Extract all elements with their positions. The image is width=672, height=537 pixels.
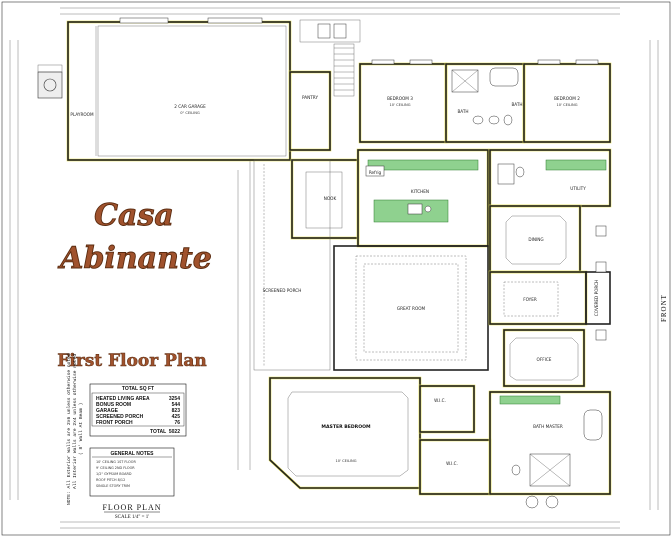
- screened-porch-area: [253, 159, 331, 371]
- sqft-row-label: HEATED LIVING AREA: [96, 396, 150, 402]
- dining-label: DINING: [528, 237, 543, 242]
- pantry-label: PANTRY: [302, 95, 318, 100]
- garage-dim: 0" CEILING: [180, 111, 200, 115]
- sqft-row-value: 544: [172, 402, 181, 408]
- ac-unit-bottom-1-icon: [525, 495, 539, 509]
- foyer-label: FOYER: [523, 297, 537, 302]
- sqft-row-value: 3254: [169, 396, 180, 402]
- side-note-line-3: ( 8' Wall At Beam ): [78, 403, 84, 455]
- garage-label: 2 CAR GARAGE: [174, 104, 206, 109]
- bedroom-3-dim: 10' CEILING: [389, 103, 410, 107]
- dimension-lines: [9, 7, 659, 529]
- general-note-line: ROOF PITCH 8/12: [96, 478, 125, 482]
- bedroom-2-label: BEDROOM 2: [554, 96, 580, 101]
- general-note-line: 10' CEILING 1ST FLOOR: [96, 460, 136, 464]
- ac-unit: [37, 71, 63, 99]
- side-note-line-2: All Interior Walls are 2x4 unless otherw…: [72, 354, 78, 489]
- wic-upper-label: W.I.C.: [434, 398, 446, 403]
- side-note-line-1: NOTE: All Exterior Walls are 2x6 unless …: [66, 353, 72, 505]
- right-column-2: [595, 261, 607, 273]
- covered-porch-label: COVERED PORCH: [594, 280, 599, 316]
- office-label: OFFICE: [537, 357, 552, 362]
- sqft-row-value: 76: [174, 420, 180, 426]
- sqft-row-label: FRONT PORCH: [96, 420, 133, 426]
- bath-upper-label: BATH: [457, 109, 468, 114]
- kitchen-area: [356, 148, 490, 248]
- refrig-label: Refrig: [369, 170, 382, 175]
- bath-mid-label: BATH: [511, 102, 522, 107]
- sqft-row-label: SCREENED PORCH: [96, 414, 144, 420]
- general-notes-heading: GENERAL NOTES: [111, 451, 155, 457]
- general-notes: GENERAL NOTES 10' CEILING 1ST FLOOR 9' C…: [89, 447, 175, 497]
- garage-area: [66, 17, 292, 162]
- screened-porch-label: SCREENED PORCH: [263, 288, 302, 293]
- bedroom-2-dim: 10' CEILING: [556, 103, 577, 107]
- pantry-stair-area: [288, 19, 361, 152]
- wic-lower-walls: [419, 439, 491, 495]
- foyer-area: [488, 270, 588, 326]
- side-notes: NOTE: All Exterior Walls are 2x6 unless …: [66, 353, 84, 505]
- sqft-total-label: TOTAL: [150, 429, 166, 435]
- great-room-label: GREAT ROOM: [397, 306, 426, 311]
- bedroom-2-walls: [523, 63, 611, 143]
- master-bath-area: [488, 390, 612, 496]
- right-column-1: [595, 225, 607, 237]
- sqft-row-label: BONUS ROOM: [96, 402, 131, 408]
- sqft-row-value: 425: [172, 414, 181, 420]
- master-bedroom-dim: 10' CEILING: [335, 459, 356, 463]
- utility-label: UTILITY: [570, 186, 586, 191]
- master-bedroom-area: [268, 376, 422, 490]
- master-bath-label: BATH MASTER: [533, 424, 563, 429]
- kitchen-label: KITCHEN: [411, 189, 429, 194]
- bedroom-3-label: BEDROOM 3: [387, 96, 413, 101]
- master-bedroom-label: MASTER BEDROOM: [321, 424, 371, 430]
- subtitle: First Floor Plan: [57, 351, 207, 371]
- sqft-table: TOTAL SQ FT HEATED LIVING AREA 3254 BONU…: [89, 383, 187, 437]
- playroom-label: PLAYROOM: [70, 112, 94, 117]
- sqft-total-value: 5022: [169, 429, 180, 435]
- general-note-line: SINGLE STORY TRIM: [96, 484, 130, 488]
- ac-unit-bottom-2-icon: [545, 495, 559, 509]
- right-column-3: [595, 329, 607, 341]
- ac-fan-icon: [43, 78, 57, 92]
- wic-upper-walls: [419, 385, 475, 433]
- wic-lower-label: W.I.C.: [446, 461, 458, 466]
- title-line-1: Casa: [94, 198, 174, 233]
- title-line-2: Abinante: [57, 241, 212, 276]
- sqft-heading: TOTAL SQ FT: [122, 386, 154, 392]
- front-label: FRONT: [660, 294, 668, 322]
- footer-scale: SCALE 1/4" = 1': [115, 515, 149, 520]
- sqft-row-label: GARAGE: [96, 408, 119, 414]
- footer-title: FLOOR PLAN: [102, 503, 161, 512]
- general-note-line: 9' CEILING 2ND FLOOR: [96, 466, 135, 470]
- general-note-line: 1/2" GYPSUM BOARD: [96, 472, 132, 476]
- sqft-row-value: 823: [172, 408, 181, 414]
- utility-area: [488, 148, 612, 208]
- office-area: [502, 328, 586, 388]
- great-room-area: [333, 245, 489, 371]
